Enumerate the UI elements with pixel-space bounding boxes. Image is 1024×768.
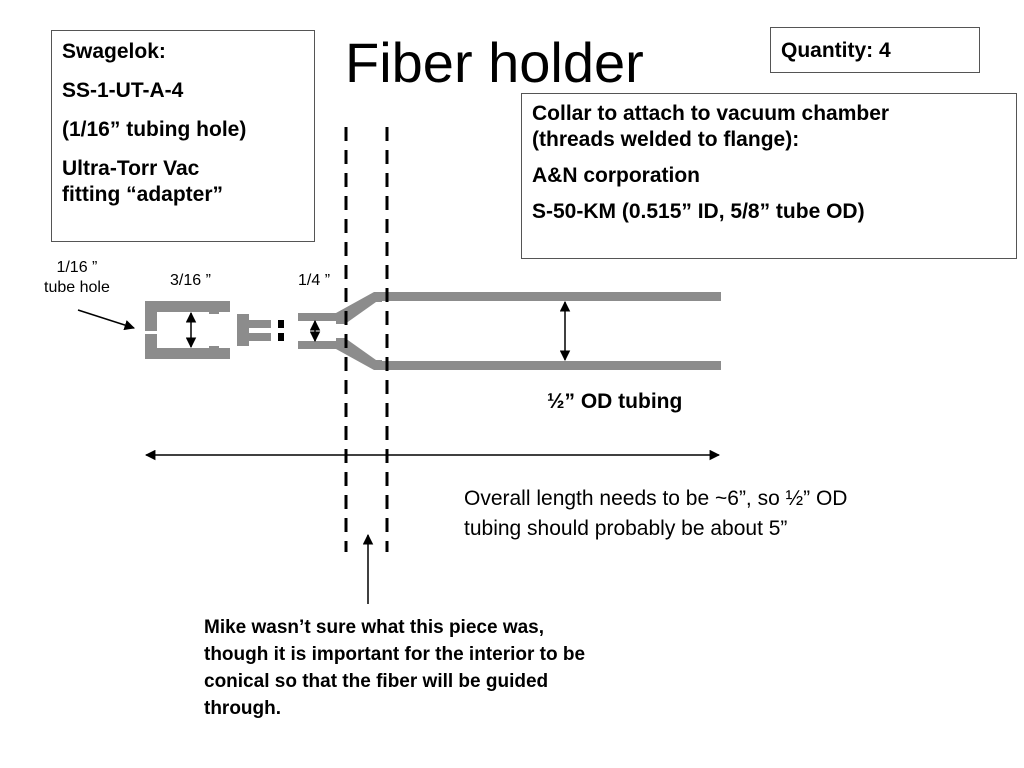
swagelok-fitting-shape (145, 301, 230, 359)
collar-info-box: Collar to attach to vacuum chamber (thre… (521, 93, 1017, 259)
gap-mark-bottom (278, 333, 284, 341)
quarter-inch-label: 1/4 ” (298, 272, 331, 289)
three-sixteenths-label: 3/16 ” (170, 272, 211, 289)
swagelok-heading: Swagelok: (62, 40, 166, 63)
unknown-piece-note: Mike wasn’t sure what this piece was, th… (204, 617, 586, 719)
collar-part-number: S-50-KM (0.515” ID, 5/8” tube OD) (532, 200, 865, 223)
tube-hole-text: tube hole (44, 279, 110, 296)
tube-hole-label: 1/16 ” tube hole (44, 258, 110, 298)
conical-collar-shape (298, 292, 382, 370)
swagelok-fitting-line1: Ultra-Torr Vac (62, 157, 200, 180)
overall-length-note: Overall length needs to be ~6”, so ½” OD… (464, 487, 848, 540)
quantity-text: Quantity: 4 (781, 39, 891, 62)
collar-desc-line1: Collar to attach to vacuum chamber (532, 102, 890, 125)
half-od-tubing-label: ½” OD tubing (547, 390, 683, 413)
adapter-piece-shape (237, 314, 271, 346)
page-title: Fiber holder (345, 31, 644, 94)
swagelok-part-number: SS-1-UT-A-4 (62, 79, 184, 102)
collar-vendor: A&N corporation (532, 164, 700, 187)
gap-mark-top (278, 320, 284, 328)
quantity-box: Quantity: 4 (770, 27, 980, 73)
half-inch-tubing-shape (380, 292, 721, 370)
collar-desc-line2: (threads welded to flange): (532, 128, 800, 151)
swagelok-tubing-hole: (1/16” tubing hole) (62, 118, 247, 141)
swagelok-fitting-line2: fitting “adapter” (62, 183, 223, 206)
tube-hole-arrow (77, 309, 135, 331)
swagelok-info-box: Swagelok: SS-1-UT-A-4 (1/16” tubing hole… (51, 30, 315, 242)
tube-hole-size: 1/16 ” (56, 259, 98, 276)
